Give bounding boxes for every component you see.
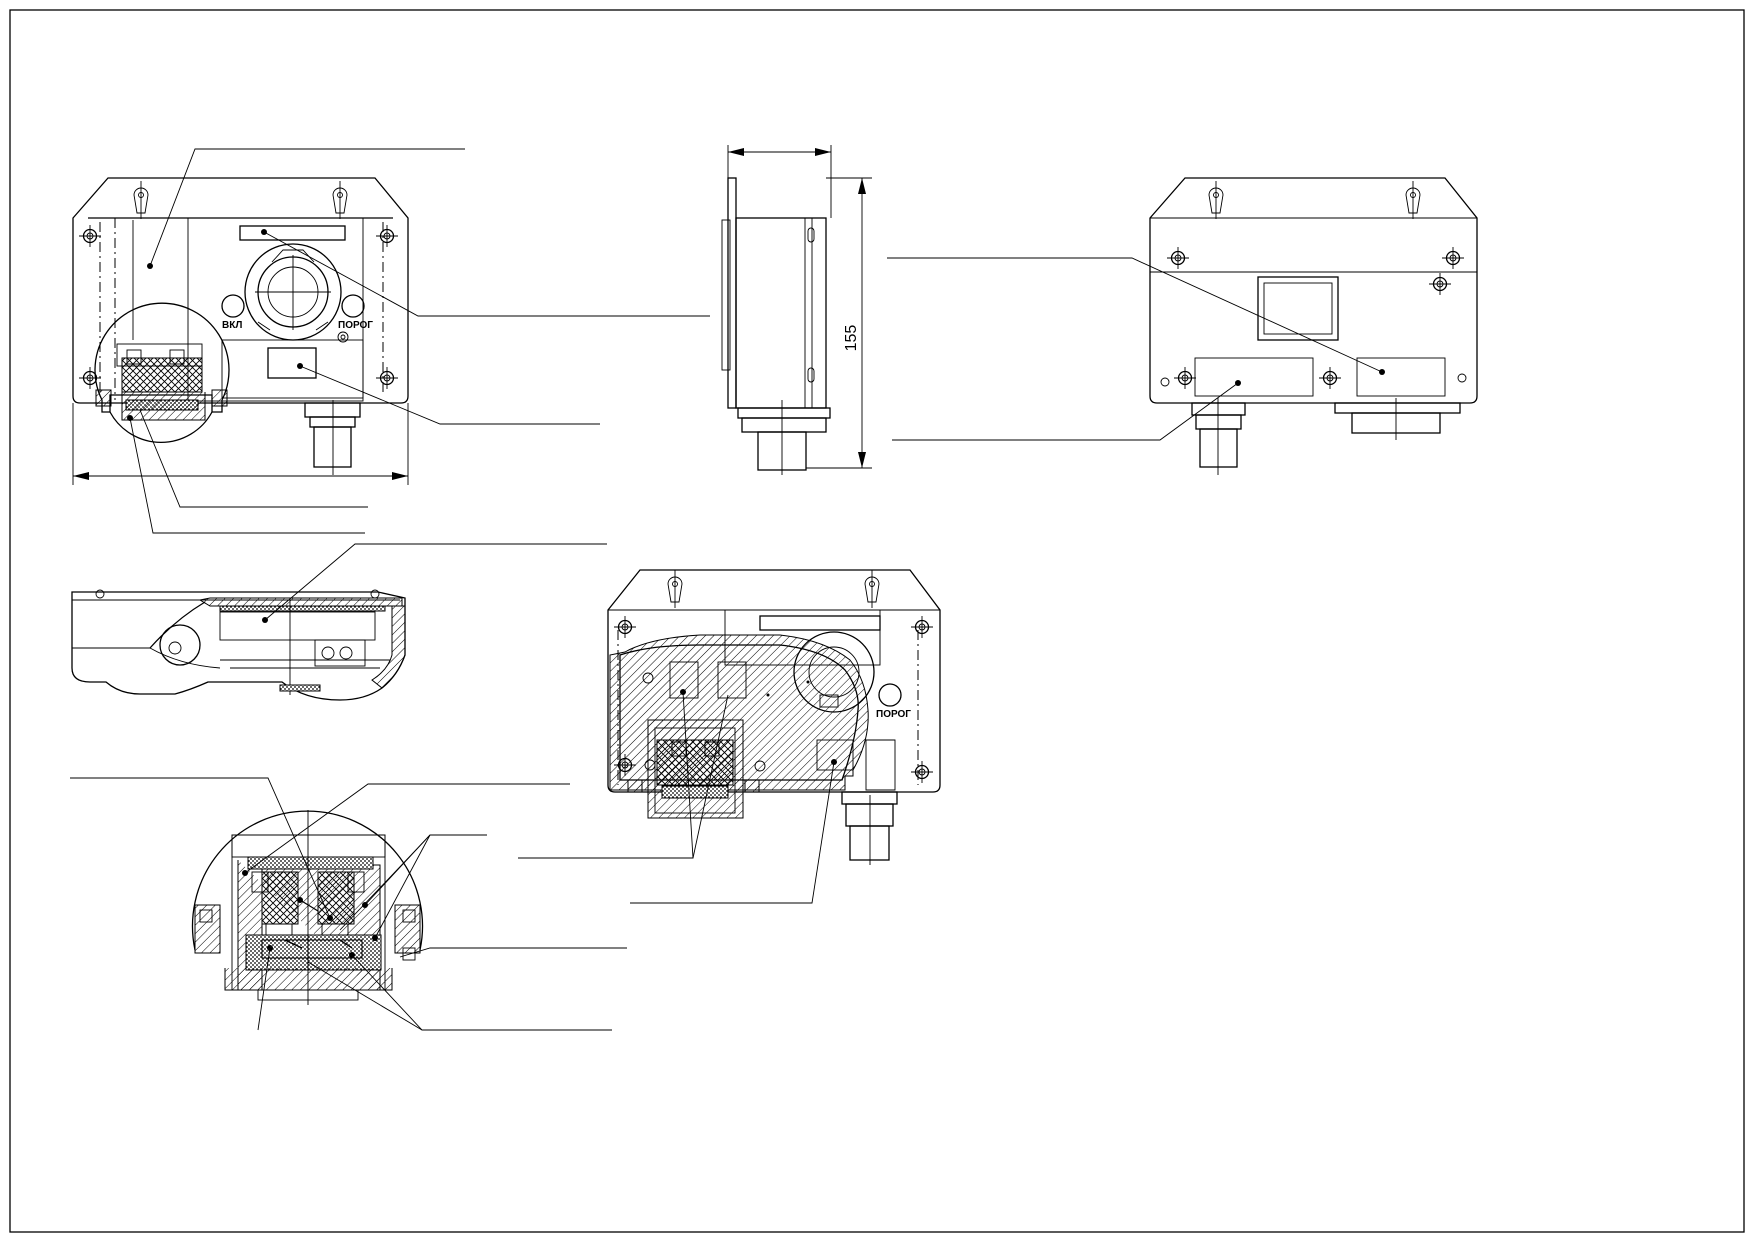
front-view: ВКЛ ПОРОГ [72,177,409,485]
rear-view [1149,177,1478,475]
open-view-leaders [518,691,835,904]
top-section-leader [264,543,607,621]
open-porog-label: ПОРОГ [876,709,911,720]
rear-view-leaders [887,257,1383,441]
open-view: ПОРОГ [607,569,941,865]
front-view-leaders [129,148,710,534]
vkl-label: ВКЛ [222,320,242,331]
side-view: 155 [721,145,872,475]
porog-label: ПОРОГ [338,320,373,331]
sheet-frame [9,9,1745,1233]
detail-leaders [70,777,627,1031]
height-dimension: 155 [843,325,860,352]
top-section-view [71,589,406,701]
enlarged-detail [191,810,424,1005]
